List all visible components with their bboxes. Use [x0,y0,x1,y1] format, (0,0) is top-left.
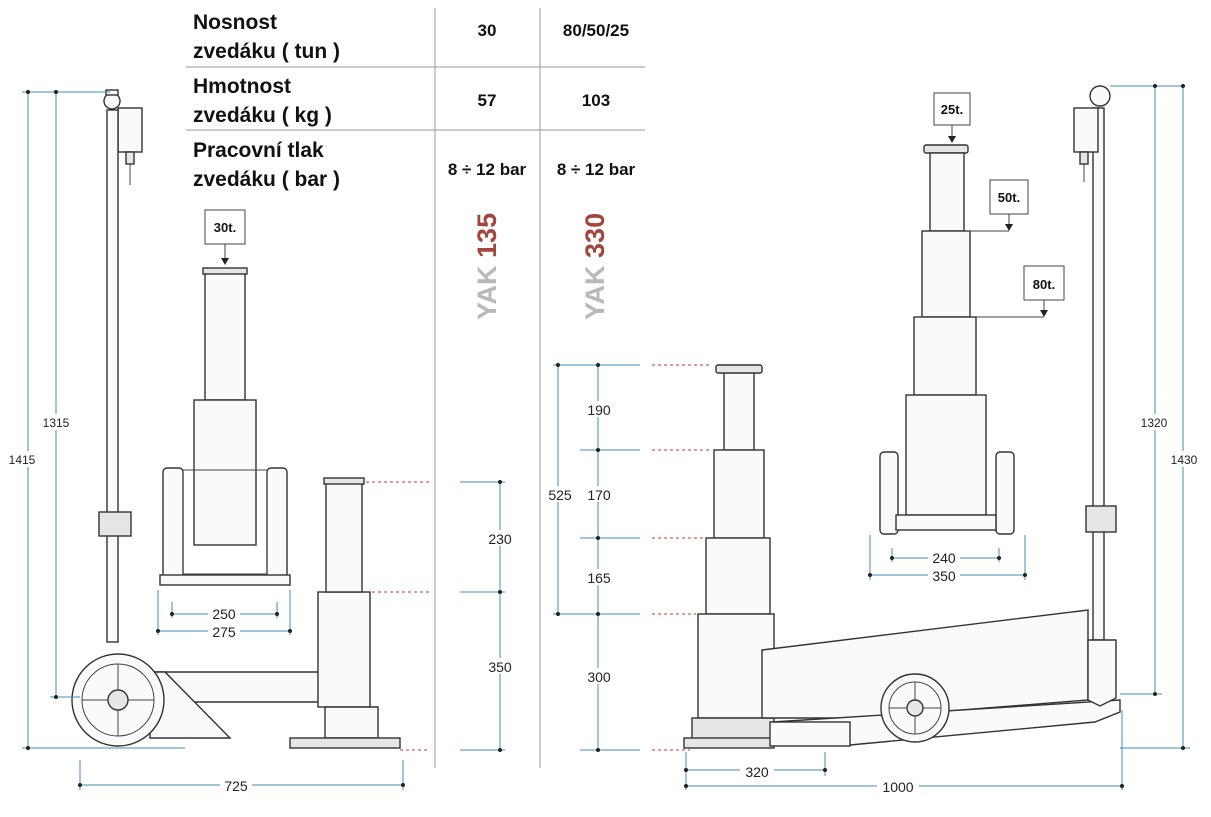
load-label: 30t. [214,220,236,235]
front-stage3 [913,316,977,396]
dim-total-height: 1430 [1171,453,1198,467]
front-stage2 [921,230,971,318]
front-ram [204,271,246,401]
wheel-hub [107,689,129,711]
dim-ram-extension: 230 [488,531,512,547]
dim-wheel-outer: 350 [932,568,956,584]
wheel-spokes [889,682,941,734]
yak135-front-view: 30t. [159,209,291,586]
valve-knob [125,151,135,165]
dim-base-height: 350 [488,659,512,675]
load-label-80: 80t. [1033,277,1055,292]
axle-block [769,721,851,747]
dim-wheel-inner: 240 [932,550,956,566]
handle-pivot [1087,639,1117,707]
handle-shaft [1092,107,1105,641]
yak330-side-view [683,85,1121,749]
row-label-capacity: zvedáku ( tun ) [193,40,340,63]
dim-wheel-outer: 275 [212,624,236,640]
row-label-pressure: zvedáku ( bar ) [193,168,340,191]
model-label-yak135: YAK 135 [472,213,502,320]
cell-capacity-yak135: 30 [478,21,497,40]
cell-capacity-yak330: 80/50/25 [563,21,629,40]
dim-stage2: 170 [587,487,611,503]
front-cylinder [905,394,987,516]
row-label-weight: zvedáku ( kg ) [193,104,332,127]
stage3-ram [705,537,771,615]
dim-base-height: 300 [587,669,611,685]
stage1-saddle [715,364,763,374]
model-label-yak330: YAK 330 [580,213,610,320]
front-wheel-right [995,451,1015,535]
jack-cylinder [317,591,371,708]
dim-stage1: 190 [587,402,611,418]
front-base [159,574,291,586]
ram-saddle [323,477,365,485]
front-saddle [202,267,248,275]
spec-table: Nosnost zvedáku ( tun ) Hmotnost zvedáku… [186,8,645,768]
handle-collar [98,511,132,537]
handle-collar [1085,505,1117,533]
wheel-spokes [82,664,154,736]
handle-grip-icon [1089,85,1111,107]
front-base [895,514,997,531]
row-label-pressure: Pracovní tlak [193,139,324,162]
front-wheel-left [879,451,899,535]
yak330-front-view: 25t. 50t. 80t. [879,92,1065,535]
dim-total-height: 1415 [9,453,36,467]
dim-base-width: 320 [745,764,769,780]
front-saddle [923,144,969,154]
jack-base [691,717,775,741]
dim-length: 1000 [882,779,913,795]
cell-weight-yak135: 57 [478,91,497,110]
front-cylinder [193,399,257,546]
valve-knob [1079,151,1089,165]
stage1-ram [723,371,755,451]
jack-ram [325,481,363,593]
dim-handle-height: 1320 [1141,416,1168,430]
dim-wheel-inner: 250 [212,606,236,622]
yak135-dimensions: 1415 1315 725 250 275 230 3 [6,90,516,794]
control-valve [117,107,143,153]
front-wheel-left [162,467,184,579]
cell-pressure-yak135: 8 ÷ 12 bar [448,160,527,179]
row-label-capacity: Nosnost [193,11,277,34]
dim-stage3: 165 [587,570,611,586]
yak135-side-view [71,89,401,749]
front-wheel-right [266,467,288,579]
load-label-50: 50t. [998,190,1020,205]
dim-handle-height: 1315 [43,416,70,430]
stage2-ram [713,449,765,539]
dim-width: 725 [224,778,248,794]
front-stage1 [929,152,965,232]
front-frame [182,469,268,575]
cell-pressure-yak330: 8 ÷ 12 bar [557,160,636,179]
load-arrow-head [221,258,229,265]
yak330-dimensions: 525 190 170 165 300 1320 1430 [544,84,1201,795]
wheel-hub [906,699,924,717]
dim-stroke-total: 525 [548,487,572,503]
handle-shaft [106,109,119,643]
row-label-weight: Hmotnost [193,75,291,98]
control-valve [1073,107,1099,153]
jack-base [324,706,379,739]
cell-weight-yak330: 103 [582,91,610,110]
load-label-25: 25t. [941,102,963,117]
base-plate [289,737,401,749]
base-plate [683,737,775,749]
